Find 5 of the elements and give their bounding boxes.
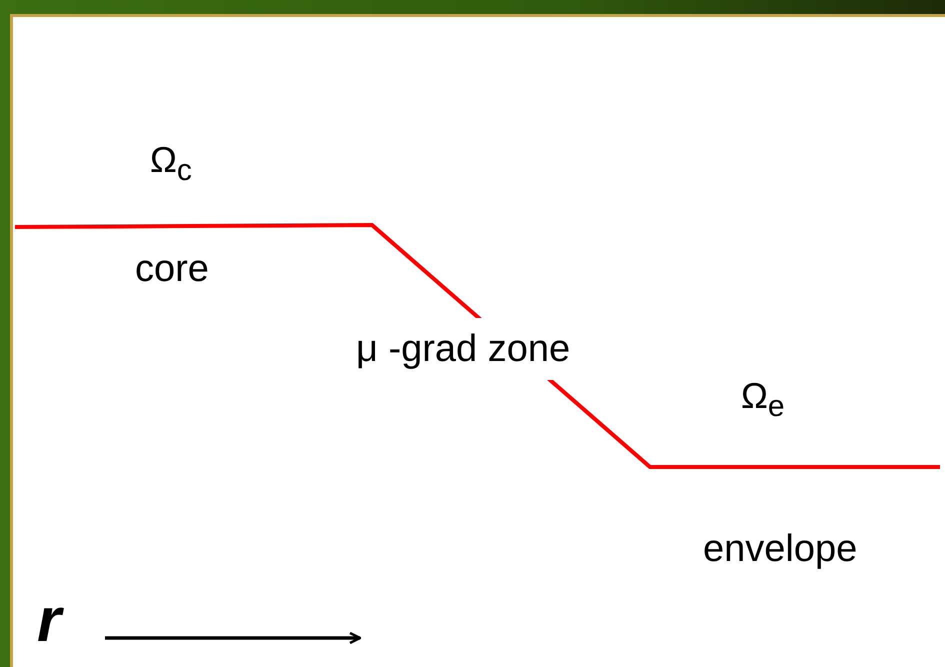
region-label: core [135,250,209,288]
region-label: envelope [703,530,858,568]
omega-e-label: Ω$_{e}$ [741,378,785,422]
axis-label: r [37,590,62,652]
omega-c-label: Ω$_{c}$ [150,142,192,186]
